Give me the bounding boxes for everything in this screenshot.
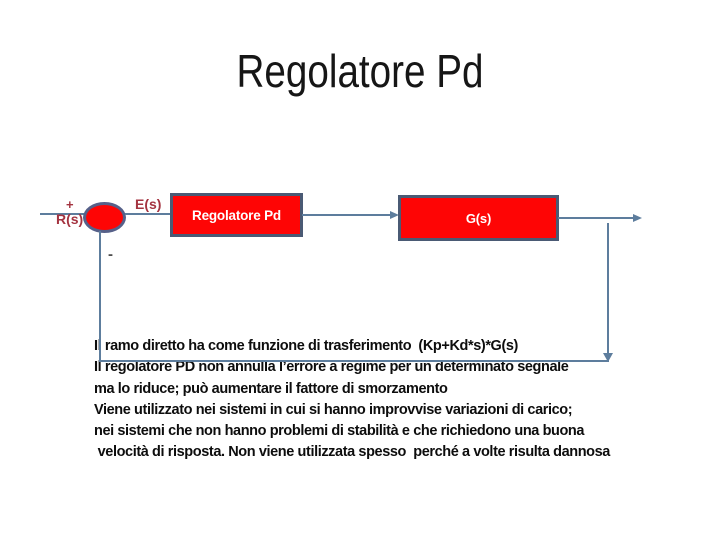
arrowhead-into-plant: [390, 211, 399, 219]
plant-block-label: G(s): [465, 210, 492, 226]
controller-block: Regolatore Pd: [170, 193, 303, 237]
input-line: [40, 213, 85, 215]
feedback-left-line: [99, 231, 101, 361]
notes-text-block: Il ramo diretto ha come funzione di tras…: [94, 336, 610, 464]
note-line: Il regolatore PD non annulla l’errore a …: [94, 359, 569, 376]
feedback-bottom-line: [99, 360, 609, 362]
note-line: Il ramo diretto ha come funzione di tras…: [94, 338, 518, 354]
output-arrowhead: [633, 214, 642, 222]
feedback-down-arrowhead: [603, 353, 613, 362]
sum-minus-label: -: [108, 246, 113, 263]
output-line: [558, 217, 634, 219]
connector-controller-to-plant: [302, 214, 391, 216]
controller-block-label: Regolatore Pd: [192, 207, 281, 223]
note-line: velocità di risposta. Non viene utilizza…: [94, 444, 611, 461]
connector-sum-to-controller: [125, 213, 171, 215]
note-line: nei sistemi che non hanno problemi di st…: [94, 423, 585, 440]
sum-plus-label: +: [66, 197, 74, 212]
note-line: Viene utilizzato nei sistemi in cui si h…: [94, 401, 573, 418]
feedback-tap-line: [607, 223, 609, 354]
plant-block: G(s): [398, 195, 559, 241]
note-line: ma lo riduce; può aumentare il fattore d…: [94, 380, 448, 397]
slide-title: Regolatore Pd: [236, 45, 484, 97]
error-signal-label: E(s): [135, 196, 162, 212]
input-signal-label: R(s): [56, 211, 84, 227]
summing-junction: [83, 202, 126, 233]
